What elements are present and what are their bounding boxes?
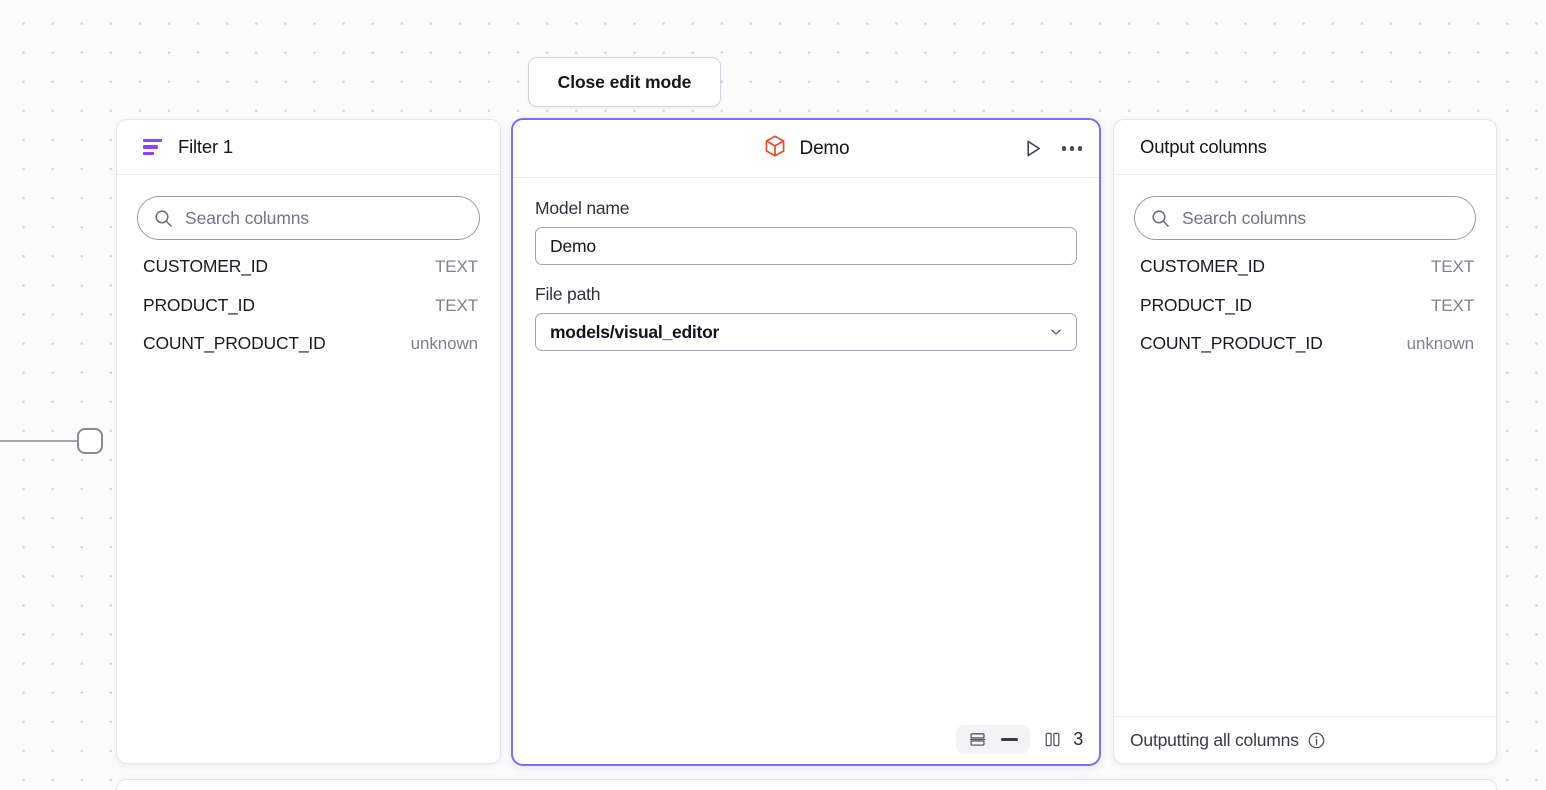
chevron-down-icon — [1048, 324, 1064, 340]
model-node-panel[interactable]: Demo Model name File path models/visual_… — [511, 118, 1101, 766]
column-count-value: 3 — [1073, 729, 1083, 749]
list-item[interactable]: CUSTOMER_ID TEXT — [117, 256, 500, 295]
column-count-control[interactable]: 3 — [1043, 729, 1083, 750]
cube-icon — [763, 134, 787, 163]
list-item[interactable]: CUSTOMER_ID TEXT — [1114, 256, 1496, 295]
search-icon — [1151, 209, 1170, 228]
bottom-node-panel[interactable] — [116, 779, 1497, 790]
model-name-label: Model name — [535, 198, 630, 218]
output-panel-footer: Outputting all columns — [1114, 716, 1496, 763]
model-panel-header: Demo — [513, 120, 1099, 178]
column-name: COUNT_PRODUCT_ID — [143, 333, 326, 353]
column-name: CUSTOMER_ID — [1140, 256, 1265, 276]
flow-edge — [0, 440, 78, 443]
output-columns-panel[interactable]: Output columns Search columns CUSTOMER_I… — [1113, 119, 1497, 764]
more-options-icon[interactable] — [1060, 140, 1084, 156]
output-panel-title: Output columns — [1140, 136, 1267, 157]
output-panel-header: Output columns — [1114, 120, 1496, 175]
list-item[interactable]: PRODUCT_ID TEXT — [117, 295, 500, 334]
column-type: TEXT — [434, 257, 478, 276]
model-name-input[interactable] — [535, 227, 1077, 265]
column-name: CUSTOMER_ID — [143, 256, 268, 276]
columns-icon — [1043, 730, 1062, 749]
list-item[interactable]: COUNT_PRODUCT_ID unknown — [1114, 333, 1496, 372]
column-name: PRODUCT_ID — [143, 294, 255, 315]
info-icon[interactable] — [1307, 731, 1326, 750]
filter-search-placeholder: Search columns — [185, 207, 310, 228]
file-path-value: models/visual_editor — [550, 321, 720, 342]
output-status-text: Outputting all columns — [1130, 729, 1299, 750]
column-type: TEXT — [434, 295, 478, 315]
filter-icon — [143, 139, 162, 155]
output-search-input[interactable]: Search columns — [1134, 196, 1476, 240]
flow-connector-port[interactable] — [77, 428, 103, 454]
model-panel-title: Demo — [799, 137, 850, 159]
output-column-list: CUSTOMER_ID TEXT PRODUCT_ID TEXT COUNT_P… — [1114, 240, 1496, 372]
search-icon — [154, 209, 173, 228]
play-icon[interactable] — [1021, 137, 1044, 160]
column-name: PRODUCT_ID — [1140, 294, 1252, 315]
list-item[interactable]: PRODUCT_ID TEXT — [1114, 295, 1496, 334]
filter-panel-title: Filter 1 — [178, 136, 233, 157]
row-count-control[interactable] — [956, 725, 1031, 754]
model-panel-footer: 3 — [956, 725, 1083, 754]
filter-column-list: CUSTOMER_ID TEXT PRODUCT_ID TEXT COUNT_P… — [117, 240, 500, 372]
column-type: unknown — [410, 334, 478, 353]
close-edit-mode-button[interactable]: Close edit mode — [528, 57, 721, 107]
column-type: unknown — [1406, 334, 1474, 353]
column-type: TEXT — [1430, 257, 1474, 276]
list-item[interactable]: COUNT_PRODUCT_ID unknown — [117, 333, 500, 372]
filter-search-input[interactable]: Search columns — [137, 196, 480, 240]
model-panel-body: Model name File path models/visual_edito… — [513, 178, 1099, 351]
column-type: TEXT — [1430, 295, 1474, 315]
filter-panel-header: Filter 1 — [117, 120, 500, 175]
output-search-placeholder: Search columns — [1182, 207, 1307, 228]
filter-panel[interactable]: Filter 1 Search columns CUSTOMER_ID TEXT… — [116, 119, 501, 764]
file-path-select[interactable]: models/visual_editor — [535, 313, 1077, 351]
rows-icon — [968, 730, 987, 749]
row-count-value — [1001, 738, 1019, 741]
file-path-label: File path — [535, 284, 601, 304]
column-name: COUNT_PRODUCT_ID — [1140, 333, 1323, 353]
